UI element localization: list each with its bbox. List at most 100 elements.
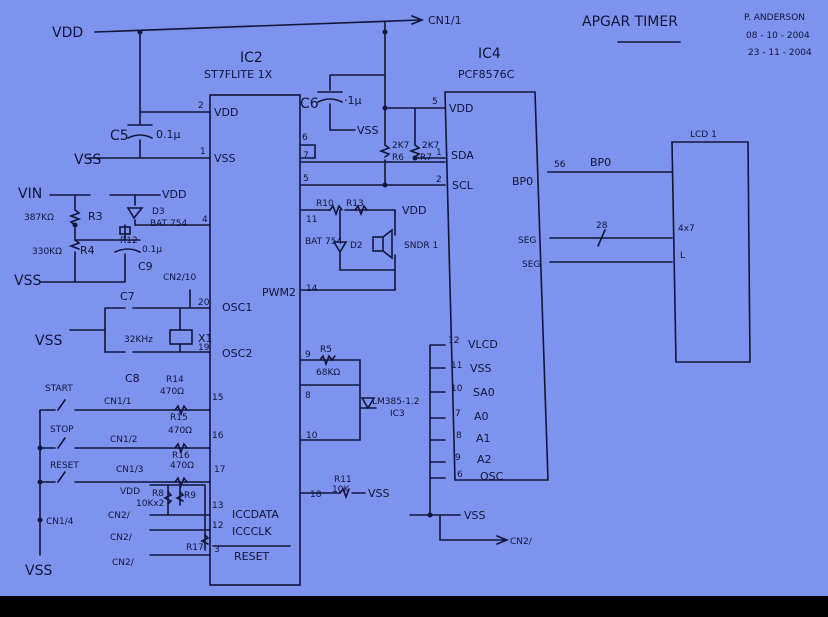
- pin-number: 6: [457, 470, 463, 480]
- sounder-cone: [382, 228, 393, 260]
- ic3-part: LM385-1.2: [372, 397, 420, 407]
- ic4-pin-a1: A1: [476, 432, 491, 445]
- ic4-pin-vss: VSS: [470, 362, 492, 375]
- d3-label: D3: [152, 207, 165, 217]
- pin-number: 11: [451, 361, 462, 371]
- pin-number: 7: [303, 151, 309, 161]
- pin-number: 10: [451, 384, 463, 394]
- pin-number: 20: [198, 298, 210, 308]
- vss-ic4-label: VSS: [464, 509, 486, 522]
- r3-label: R3: [88, 210, 103, 223]
- vss-c6-label: VSS: [357, 124, 379, 137]
- r15-label: R15: [170, 413, 188, 423]
- ic4-body: [444, 91, 549, 481]
- component-symbols: [37, 29, 433, 545]
- d2-label: D2: [350, 241, 363, 251]
- c6-value: ·1µ: [344, 94, 362, 107]
- ic2-pin-osc1: OSC1: [222, 301, 252, 314]
- pin-number: 12: [448, 336, 459, 346]
- r11-label: R11: [334, 475, 352, 485]
- c9-value: 0.1µ: [142, 245, 162, 255]
- r3-symbol: [68, 209, 82, 226]
- cn1-4-label: CN1/4: [46, 517, 74, 527]
- cn2-reset-label: CN2/: [112, 558, 135, 568]
- scan-border: [0, 596, 828, 612]
- r7-label: R7: [420, 153, 432, 163]
- ic4-pin-sa0: SA0: [473, 386, 495, 399]
- lcd-pin-4x7: 4x7: [678, 224, 695, 234]
- r3-value: 387KΩ: [24, 213, 54, 223]
- vss-switch-label: VSS: [25, 563, 52, 579]
- r14-value: 470Ω: [160, 387, 184, 397]
- r16-value: 470Ω: [170, 461, 194, 471]
- ic3-label: IC3: [390, 409, 405, 419]
- reset-switch-label: RESET: [50, 461, 79, 471]
- cn1-3-label: CN1/3: [116, 465, 144, 475]
- cn1-top-label: CN1/1: [428, 14, 462, 27]
- pin-number: 9: [455, 453, 461, 463]
- author: P. ANDERSON: [744, 13, 805, 23]
- diode-d3-symbol: [126, 207, 144, 220]
- r6-value: 2K7: [392, 141, 409, 151]
- r17-label: R17: [186, 543, 204, 553]
- pin-number: 19: [198, 343, 210, 353]
- c6-label: C6: [300, 96, 319, 112]
- ic2-ref: IC2: [240, 50, 263, 66]
- ic4-pin-osc: OSC: [480, 470, 504, 483]
- ic4-pin-vlcd: VLCD: [468, 338, 498, 351]
- pin-number: 8: [305, 391, 311, 401]
- r6-label: R6: [392, 153, 404, 163]
- pin-number: 1: [436, 148, 442, 158]
- pin-number: 17: [214, 465, 225, 475]
- r12-label: R12: [120, 236, 138, 246]
- pin-number: 7: [455, 409, 461, 419]
- ic2-body: [209, 94, 301, 586]
- pin-number: 12: [212, 521, 223, 531]
- pin-number: 11: [306, 215, 317, 225]
- ic4-pin-seg2: SEG: [522, 260, 540, 270]
- r4-value: 330KΩ: [32, 247, 62, 257]
- r5-value: 68KΩ: [316, 368, 340, 378]
- ic4-pin-vdd: VDD: [449, 102, 473, 115]
- sounder-label: SNDR 1: [404, 241, 438, 251]
- r4-symbol: [68, 239, 81, 250]
- c8-label: C8: [125, 372, 140, 385]
- pin-number: 2: [198, 101, 204, 111]
- pin-number: 18: [310, 490, 322, 500]
- pin-number: 13: [212, 501, 223, 511]
- r14-label: R14: [166, 375, 184, 385]
- vdd-d3-label: VDD: [162, 188, 186, 201]
- pin-number: 3: [214, 545, 220, 555]
- r5-label: R5: [320, 345, 332, 355]
- pin-number: 16: [212, 431, 224, 441]
- cn2-10-label: CN2/10: [163, 273, 197, 283]
- r16-label: R16: [172, 451, 190, 461]
- c5-value: 0.1µ: [156, 128, 181, 141]
- vin-label: VIN: [18, 186, 42, 202]
- ic2-pin-iccdata: ICCDATA: [232, 508, 279, 521]
- ic4-pin-sda: SDA: [451, 149, 474, 162]
- pin-number: 15: [212, 393, 223, 403]
- ic4-part: PCF8576C: [458, 68, 515, 81]
- cn2-iccclk-label: CN2/: [110, 533, 133, 543]
- r5-symbol: [319, 354, 336, 367]
- ic2-pin-vdd: VDD: [214, 106, 238, 119]
- pin-number: 1: [200, 147, 206, 157]
- pin-number: 2: [436, 175, 442, 185]
- pin-number: 5: [432, 97, 438, 107]
- ic4-ref: IC4: [478, 46, 501, 62]
- ic2-pin-pwm: PWM2: [262, 286, 296, 299]
- title-block: APGAR TIMER P. ANDERSON 08 - 10 - 2004 2…: [582, 13, 812, 58]
- cn1-1-label: CN1/1: [104, 397, 132, 407]
- ic2-part: ST7FLITE 1X: [204, 68, 273, 81]
- cn1-2-label: CN1/2: [110, 435, 138, 445]
- vss-label: VSS: [74, 152, 101, 168]
- diode-d2-symbol: [332, 241, 348, 254]
- vdd-r13-label: VDD: [402, 204, 426, 217]
- zener-ic3-symbol: [359, 397, 377, 410]
- pin-number: 56: [554, 160, 566, 170]
- r12-symbol: [119, 226, 131, 235]
- pin-number: 4: [202, 215, 208, 225]
- d3-part: BAT 754: [150, 219, 187, 229]
